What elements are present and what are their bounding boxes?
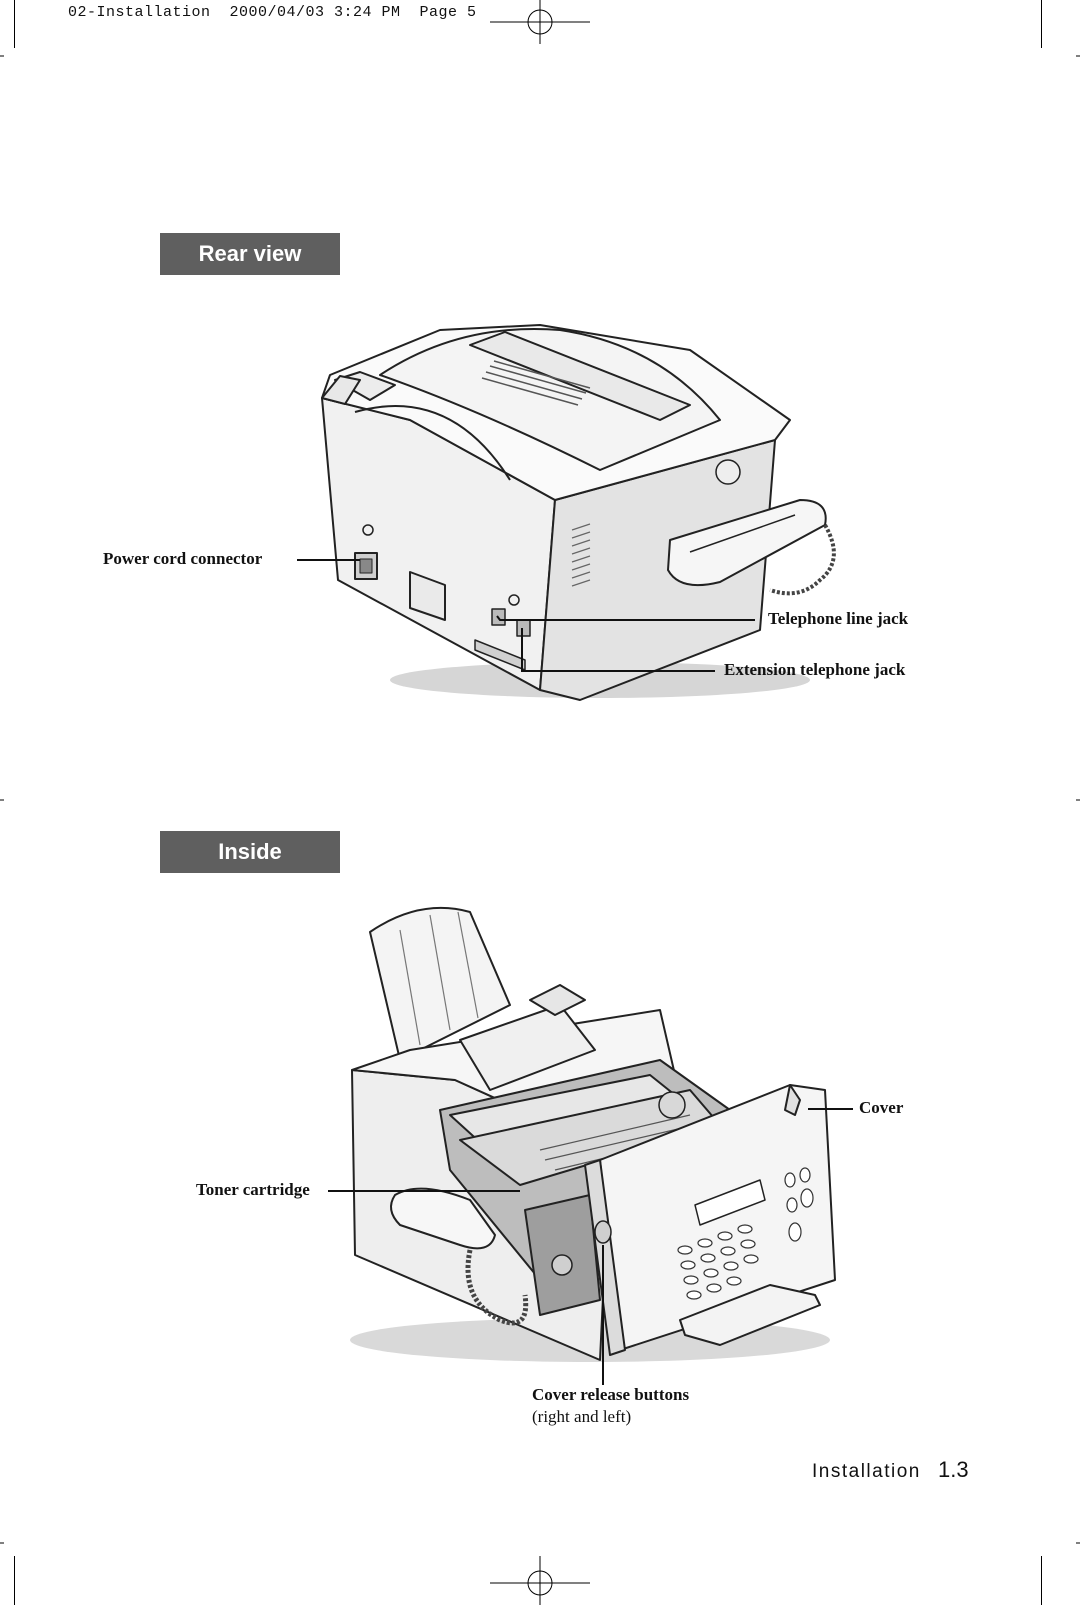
print-slug-header: 02-Installation 2000/04/03 3:24 PM Page … xyxy=(68,4,477,21)
crop-mark-bottom-right xyxy=(1041,1556,1042,1605)
callout-telephone-line-jack: Telephone line jack xyxy=(768,609,909,628)
rear-leader-lines xyxy=(297,559,755,672)
callout-cover-release-subtext: (right and left) xyxy=(532,1407,632,1426)
footer-section-label: Installation xyxy=(812,1461,921,1482)
callout-power-cord-connector: Power cord connector xyxy=(103,549,263,568)
section-title-inside: Inside xyxy=(160,831,340,873)
footer-page-number: 1.3 xyxy=(938,1457,969,1482)
crop-mark-top-left xyxy=(14,0,15,48)
registration-mark-bottom xyxy=(490,1556,590,1605)
fax-machine-rear-illustration xyxy=(321,324,836,701)
section-title-rear-view: Rear view xyxy=(160,233,340,275)
registration-mark-top xyxy=(490,0,590,44)
inside-leader-lines xyxy=(328,1108,853,1385)
callout-extension-telephone-jack: Extension telephone jack xyxy=(724,660,906,679)
callout-cover-release-buttons: Cover release buttons xyxy=(532,1385,690,1404)
callout-cover: Cover xyxy=(859,1098,904,1117)
crop-mark-bottom-left xyxy=(14,1556,15,1605)
crop-mark-top-right xyxy=(1041,0,1042,48)
keypad-buttons xyxy=(677,1167,814,1300)
fax-machine-inside-illustration xyxy=(350,906,836,1362)
callout-toner-cartridge: Toner cartridge xyxy=(196,1180,310,1199)
